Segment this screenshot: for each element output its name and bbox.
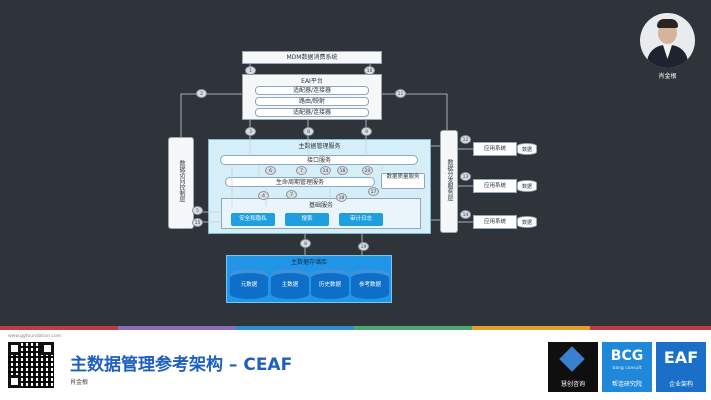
qr-finder-tl [8, 342, 21, 355]
mdm-services: 主数据管理服务 接口服务 生命周期管理服务 数据质量服务 基础服务 安全和隐私 … [208, 139, 431, 234]
base-service: 基础服务 安全和隐私 搜索 审计日志 [221, 198, 421, 229]
cube-icon [559, 346, 585, 372]
eai-routing: 路由/映射 [255, 97, 369, 106]
color-bar-6 [590, 326, 711, 330]
source-db-2: 数据 [517, 180, 537, 192]
marker-11: 11 [395, 89, 406, 98]
eai-platform: EAI平台 适配器/连接器 路由/映射 适配器/连接器 [242, 74, 382, 120]
color-bar-5 [472, 326, 590, 330]
footer-url: www.ggfoundation.com [8, 334, 62, 339]
mdm-services-title: 主数据管理服务 [298, 143, 341, 150]
reference-data-db: 参考数据 [351, 269, 389, 299]
qr-finder-tr [41, 342, 54, 355]
marker-20: 20 [362, 166, 373, 175]
marker-13: 13 [460, 172, 471, 181]
distribution-label: 数据分发服务层 [446, 159, 453, 201]
logo-bcg-sub: bang consult [612, 366, 642, 371]
marker-3: 3 [245, 127, 256, 136]
logo-bcg-main: BCG [610, 348, 644, 364]
marker-2: 2 [196, 89, 207, 98]
marker-15: 15 [192, 218, 203, 227]
marker-5: 5 [192, 206, 203, 215]
presenter-avatar [640, 13, 695, 68]
source-db-3: 数据 [517, 216, 537, 228]
audit-log: 审计日志 [339, 213, 383, 226]
footer-author: 肖金根 [70, 379, 89, 386]
logo-eaf-label: 企业架构 [668, 381, 693, 388]
source-db-1: 数据 [517, 143, 537, 155]
search-service: 搜索 [285, 213, 329, 226]
access-control-layer: 数据访问控制层 [168, 137, 194, 229]
avatar-shirt [663, 45, 672, 59]
marker-4: 4 [258, 191, 269, 200]
color-bar-2 [118, 326, 236, 330]
logo-huichuang: 慧创咨询 [548, 342, 598, 392]
connector-lines [180, 64, 473, 255]
marker-18: 18 [337, 166, 348, 175]
marker-12: 12 [460, 135, 471, 144]
color-bar-4 [354, 326, 472, 330]
base-service-title: 基础服务 [308, 202, 333, 209]
marker-8: 8 [303, 127, 314, 136]
marker-14b: 14 [320, 166, 331, 175]
mdm-consumer-system: MDM数据消费系统 [242, 51, 382, 64]
marker-6: 6 [265, 166, 276, 175]
marker-8b: 8 [300, 239, 311, 248]
slide-title: 主数据管理参考架构 – CEAF [70, 355, 293, 375]
history-data-db: 历史数据 [311, 269, 349, 299]
access-control-label: 数据访问控制层 [178, 160, 185, 202]
marker-7b: 7 [286, 190, 297, 199]
master-data-repository: 主数据存储库 元数据 主数据 历史数据 参考数据 [226, 255, 392, 303]
marker-18b: 18 [336, 193, 347, 202]
app-system-1: 应用系统 [473, 142, 517, 156]
logo-huichuang-label: 慧创咨询 [560, 381, 585, 388]
marker-1: 1 [245, 66, 256, 75]
logo-eaf: EAF 企业架构 [656, 342, 706, 392]
quality-service: 数据质量服务 [381, 173, 425, 189]
interface-service: 接口服务 [220, 155, 418, 165]
security-privacy: 安全和隐私 [231, 213, 275, 226]
lifecycle-service: 生命周期管理服务 [225, 177, 375, 187]
app-system-3: 应用系统 [473, 215, 517, 229]
logo-bcg-label: 帮连研究院 [611, 381, 642, 388]
marker-10: 10 [364, 66, 375, 75]
marker-17: 17 [368, 187, 379, 196]
eai-adapter-top: 适配器/连接器 [255, 86, 369, 95]
marker-19: 19 [358, 242, 369, 251]
color-bar-1 [0, 326, 118, 330]
metadata-db: 元数据 [230, 269, 268, 299]
eai-adapter-bottom: 适配器/连接器 [255, 108, 369, 117]
avatar-hair [657, 19, 678, 28]
master-data-db: 主数据 [271, 269, 309, 299]
color-bar-3 [236, 326, 354, 330]
marker-7: 7 [296, 166, 307, 175]
qr-code [8, 342, 54, 388]
eai-title: EAI平台 [301, 78, 323, 85]
distribution-layer: 数据分发服务层 [440, 130, 458, 233]
qr-finder-bl [8, 375, 21, 388]
presenter-name: 肖金根 [658, 73, 677, 80]
logo-eaf-main: EAF [663, 348, 699, 367]
app-system-2: 应用系统 [473, 179, 517, 193]
footer: www.ggfoundation.com 主数据管理参考架构 – CEAF 肖金… [0, 330, 711, 400]
marker-14: 14 [460, 210, 471, 219]
repository-title: 主数据存储库 [290, 259, 327, 266]
logo-bcg: BCG bang consult 帮连研究院 [602, 342, 652, 392]
marker-9: 9 [361, 127, 372, 136]
